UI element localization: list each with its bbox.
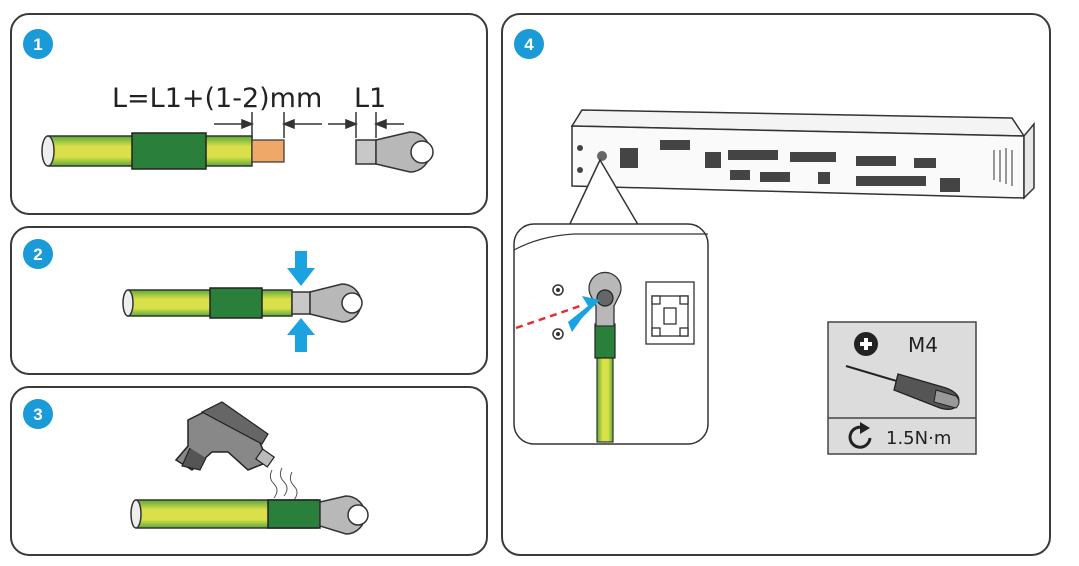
step-4-number: 4 [524,35,534,54]
dimension-marks [214,112,404,138]
step-3-badge: 3 [23,399,53,429]
step-3-panel: 3 [10,386,488,556]
step-2-number: 2 [33,245,42,264]
plus-circle-icon [854,332,878,356]
device-chassis [570,109,1035,200]
zoom-callout [513,158,709,445]
torque-label: 1.5N·m [886,428,951,449]
shrunk-wire [130,495,369,535]
heat-waves [269,467,298,501]
crimp-wire [122,283,363,323]
grounding-wire [588,271,622,443]
heat-shrink-sleeve [131,132,207,170]
step-1-panel: 1 L=L1+(1-2)mm L1 [10,13,488,215]
terminal-block [645,281,695,345]
step-2-badge: 2 [23,239,53,269]
heat-gun-icon [174,401,276,471]
step-1-number: 1 [33,35,42,54]
copper-core [251,139,285,163]
stripped-wire [41,132,285,170]
insert-arrow-icon [568,296,600,332]
rotate-clockwise-icon [848,422,872,449]
screwdriver-icon [845,365,960,410]
step-4-panel: 4 [501,13,1051,556]
press-arrow-icon [287,251,315,352]
step-1-badge: 1 [23,29,53,59]
step-2-panel: 2 [10,226,488,375]
length-formula-label: L=L1+(1-2)mm [112,83,322,114]
ring-terminal [355,131,434,173]
tool-spec-box: M4 1.5N·m [827,321,977,455]
screw-size-label: M4 [908,333,938,357]
l1-label: L1 [354,83,386,114]
step-4-badge: 4 [514,29,544,59]
step-3-number: 3 [33,405,42,424]
